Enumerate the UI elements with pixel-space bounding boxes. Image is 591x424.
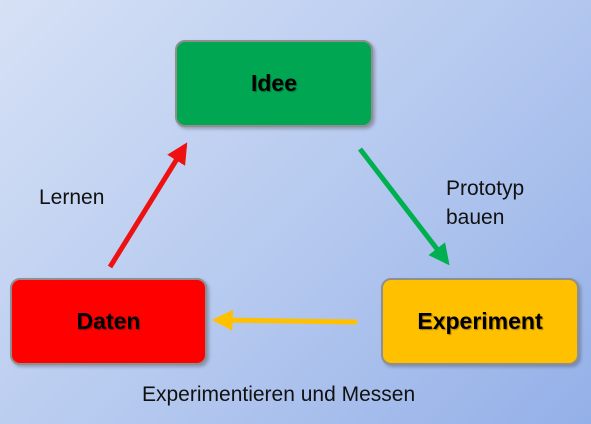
edge-label-prototyp-bauen: Prototyp bauen (446, 174, 524, 232)
node-idee-label: Idee (250, 70, 298, 96)
node-daten: Daten (10, 278, 207, 365)
node-experiment-label: Experiment (417, 308, 543, 334)
node-idee: Idee (175, 40, 373, 127)
node-daten-label: Daten (76, 308, 141, 334)
arrow-daten-to-idee (107, 142, 188, 269)
edge-label-experimentieren-und-messen: Experimentieren und Messen (142, 383, 416, 406)
node-experiment: Experiment (381, 278, 579, 365)
edge-label-lernen: Lernen (39, 186, 105, 209)
edge-label-prototyp-line1: Prototyp (446, 177, 525, 200)
arrow-idee-to-experiment (358, 147, 450, 266)
edge-label-prototyp-line2: bauen (446, 206, 505, 229)
arrow-experiment-to-daten (211, 309, 358, 331)
